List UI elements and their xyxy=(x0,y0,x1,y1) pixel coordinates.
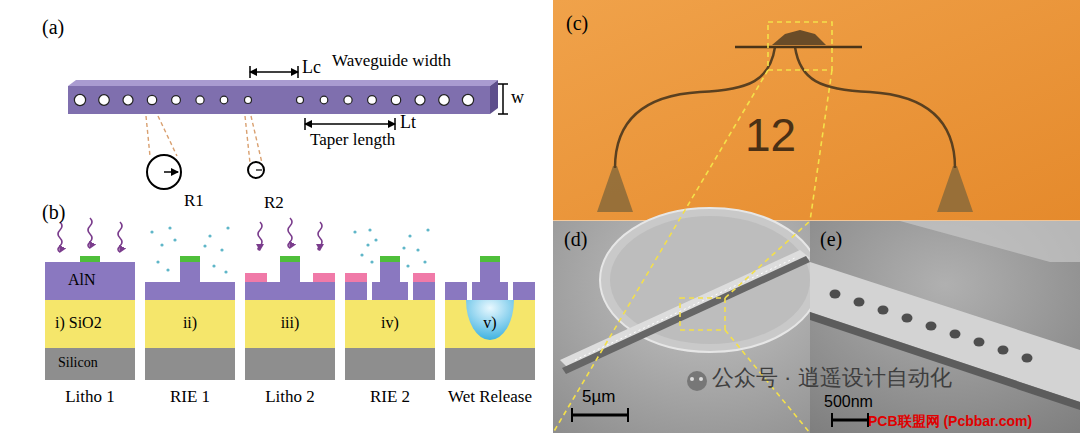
scale-label: 5µm xyxy=(582,388,615,407)
step-name: RIE 1 xyxy=(170,388,210,407)
panel-letter: (e) xyxy=(820,228,842,250)
layer-label: i) SiO2 xyxy=(55,314,102,332)
step-name: Wet Release xyxy=(448,388,532,407)
step-name: RIE 2 xyxy=(370,388,410,407)
panel-letter: (c) xyxy=(566,12,588,34)
optical-micrograph xyxy=(553,0,1080,221)
panel-letter: (b) xyxy=(42,201,65,223)
step-number: iv) xyxy=(381,314,399,332)
radius-label: R1 xyxy=(184,192,204,211)
device-number: 12 xyxy=(745,110,796,161)
watermark: 公众号 · 逍遥设计自动化 xyxy=(712,366,952,390)
step-number: iii) xyxy=(281,314,300,332)
panel-letter: (d) xyxy=(564,228,587,250)
layer-label: AlN xyxy=(68,271,96,289)
step-number: ii) xyxy=(183,314,197,332)
dimension-label: Lt xyxy=(400,113,416,133)
step-name: Litho 1 xyxy=(65,388,115,407)
waveguide-sketch xyxy=(68,66,508,189)
radius-label: R2 xyxy=(264,194,284,213)
dimension-label: Lc xyxy=(302,58,321,78)
step-name: Litho 2 xyxy=(265,388,315,407)
step-number: v) xyxy=(483,314,496,332)
scale-label: 500nm xyxy=(824,393,873,411)
watermark: PCB联盟网 (Pcbbar.com) xyxy=(868,414,1032,429)
dimension-label: Taper length xyxy=(310,131,395,150)
dimension-label: w xyxy=(511,88,524,108)
layer-label: Silicon xyxy=(58,355,98,370)
dimension-label: Waveguide width xyxy=(332,52,451,71)
process-steps xyxy=(45,218,535,380)
panel-letter: (a) xyxy=(42,16,64,38)
